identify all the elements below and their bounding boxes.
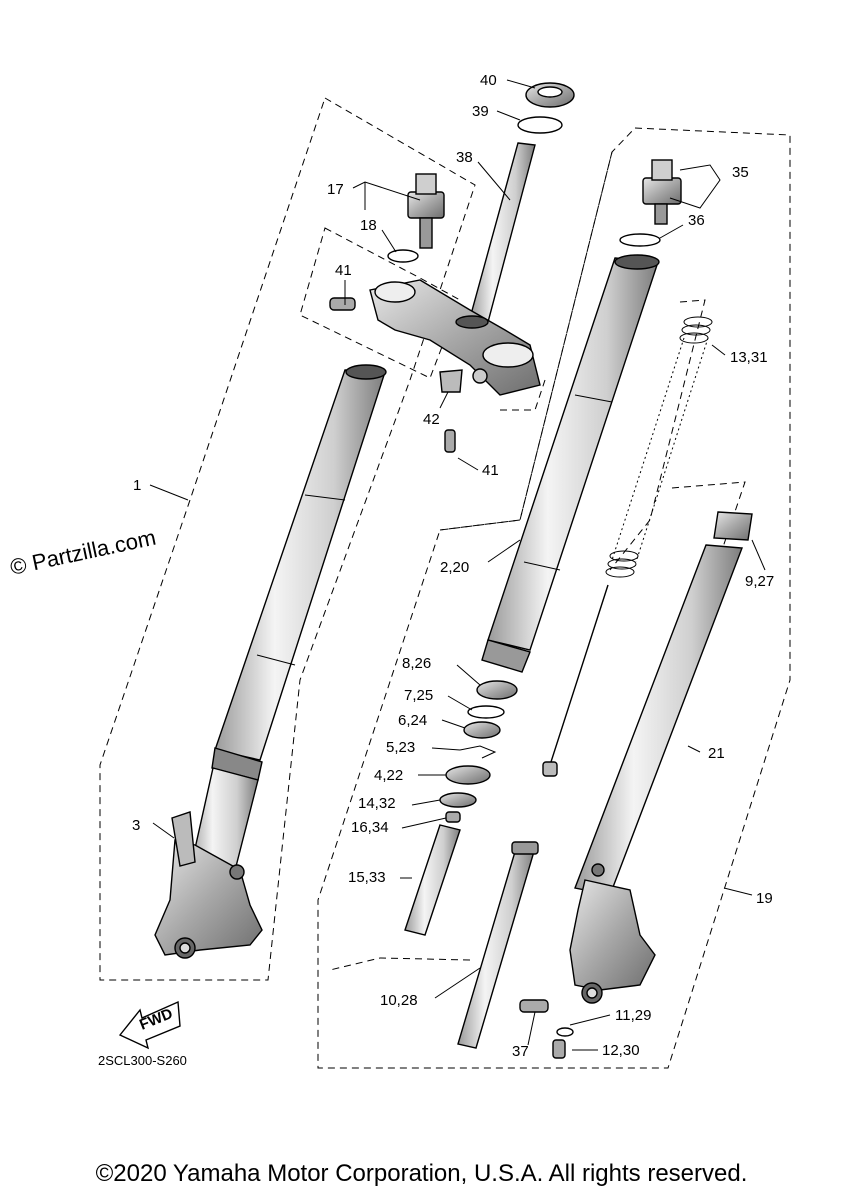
callout-10-28: 10,28: [380, 992, 418, 1009]
bearing-and-nut: [517, 82, 575, 134]
callout-5-23: 5,23: [386, 739, 415, 756]
steering-stem-bracket: [329, 142, 541, 453]
callout-36: 36: [688, 212, 705, 229]
fork-assembly-left: [154, 364, 387, 959]
cap-bolt-left: [387, 173, 445, 263]
group-outline-right-fork: [317, 127, 791, 1069]
fork-spring: [605, 316, 713, 578]
callout-41-lower: 41: [482, 462, 499, 479]
callout-3: 3: [132, 817, 140, 834]
inner-tube-right: [519, 511, 753, 1059]
callout-38: 38: [456, 149, 473, 166]
group-outline-rod: [329, 957, 471, 971]
callout-9-27: 9,27: [745, 573, 774, 590]
callout-37: 37: [512, 1043, 529, 1060]
callout-12-30: 12,30: [602, 1042, 640, 1059]
watermark-text: © Partzilla.com: [8, 525, 158, 580]
callout-8-26: 8,26: [402, 655, 431, 672]
callout-7-25: 7,25: [404, 687, 433, 704]
seal-stack: [404, 680, 518, 936]
callout-21: 21: [708, 745, 725, 762]
group-outline-lower: [671, 481, 746, 616]
callout-4-22: 4,22: [374, 767, 403, 784]
callout-16-34: 16,34: [351, 819, 389, 836]
group-outline-left-fork: [99, 97, 476, 981]
callout-2-20: 2,20: [440, 559, 469, 576]
group-outline-inner-tube: [439, 151, 613, 531]
callout-19: 19: [756, 890, 773, 907]
damper-rod: [457, 584, 609, 1049]
outer-tube-right: [481, 254, 660, 673]
callout-40: 40: [480, 72, 497, 89]
callout-13-31: 13,31: [730, 349, 768, 366]
callout-41-upper: 41: [335, 262, 352, 279]
leader-lines: [149, 79, 766, 1051]
copyright-footer: ©2020 Yamaha Motor Corporation, U.S.A. A…: [95, 1160, 748, 1187]
callout-42: 42: [423, 411, 440, 428]
callout-1: 1: [133, 477, 141, 494]
group-outline-spring: [609, 299, 706, 571]
callout-15-33: 15,33: [348, 869, 386, 886]
callout-11-29: 11,29: [615, 1007, 651, 1024]
callout-17: 17: [327, 181, 344, 198]
cap-bolt-right: [619, 159, 682, 247]
callout-14-32: 14,32: [358, 795, 396, 812]
callout-35: 35: [732, 164, 749, 181]
fwd-arrow-icon: FWD: [118, 1000, 181, 1050]
callout-39: 39: [472, 103, 489, 120]
diagram-code: 2SCL300-S260: [98, 1053, 187, 1068]
callout-18: 18: [360, 217, 377, 234]
callout-6-24: 6,24: [398, 712, 427, 729]
